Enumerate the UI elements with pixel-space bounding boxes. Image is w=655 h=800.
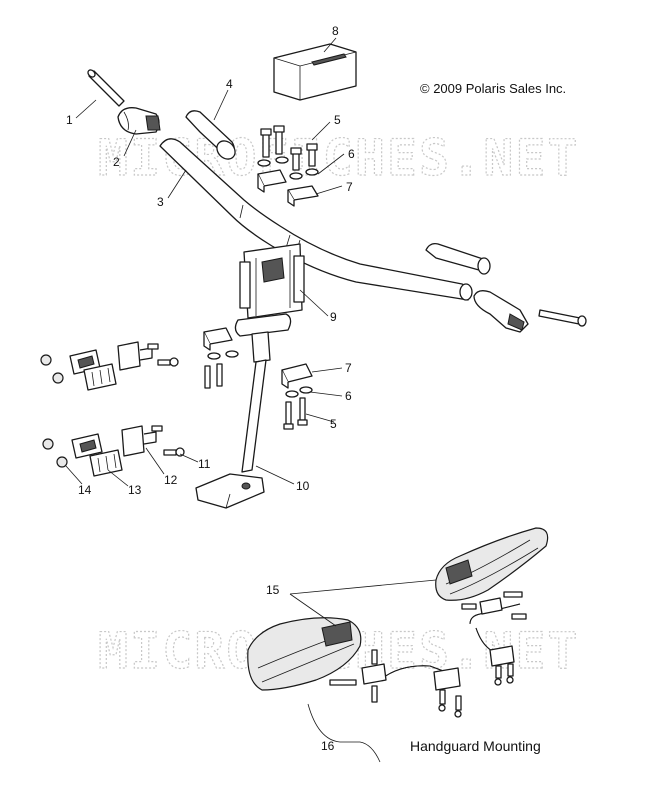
- part-lower-washers-6: [285, 386, 313, 398]
- callout-4: 4: [226, 77, 233, 91]
- callout-3: 3: [157, 195, 164, 209]
- part-right-grip: [425, 242, 491, 275]
- part-pad-8: [273, 43, 357, 101]
- part-lower-bolts-5: [283, 397, 308, 430]
- callout-5-upper: 5: [334, 113, 341, 127]
- part-grip-4: [185, 110, 236, 160]
- part-upper-clamps-7: [257, 169, 319, 207]
- copyright-text: © 2009 Polaris Sales Inc.: [420, 81, 566, 96]
- part-right-throttle: [473, 290, 529, 333]
- part-right-bolt: [538, 309, 587, 327]
- part-handguard-left: [247, 617, 362, 691]
- part-left-switch-upper: [40, 341, 179, 391]
- part-handguard-bracket-left: [329, 649, 462, 718]
- part-bolt-1: [87, 69, 125, 107]
- leader-lines: [65, 37, 437, 627]
- part-mid-clamps: [203, 327, 239, 389]
- callout-8: 8: [332, 24, 339, 38]
- callout-12: 12: [164, 473, 178, 487]
- part-upper-bolts-5: [260, 125, 318, 171]
- callout-7-upper: 7: [346, 180, 353, 194]
- part-handlebar-3: [159, 138, 473, 301]
- callout-labels: 1 2 3 4 5 6 7 8 7 6 5 9 10 11 12 13 14 1…: [66, 24, 355, 753]
- callout-6-lower: 6: [345, 389, 352, 403]
- callout-11: 11: [198, 457, 211, 471]
- callout-6-upper: 6: [348, 147, 355, 161]
- callout-brace-16: [307, 703, 381, 763]
- callout-2: 2: [113, 155, 120, 169]
- part-handguard-bracket-right: [461, 591, 527, 686]
- part-lower-clamps-7: [281, 363, 313, 389]
- handguard-mounting-caption: Handguard Mounting: [410, 738, 541, 754]
- callout-10: 10: [296, 479, 310, 493]
- part-upper-washers-6: [257, 156, 319, 180]
- part-grip-end-2: [117, 107, 161, 135]
- part-riser-9: [239, 243, 305, 319]
- callout-15: 15: [266, 583, 280, 597]
- part-handguard-right: [435, 527, 549, 601]
- part-left-switch-lower: [42, 425, 185, 477]
- part-steering-post-10: [195, 313, 292, 509]
- callout-16: 16: [321, 739, 335, 753]
- callout-1: 1: [66, 113, 73, 127]
- callout-14: 14: [78, 483, 92, 497]
- callout-7-lower: 7: [345, 361, 352, 375]
- callout-13: 13: [128, 483, 142, 497]
- callout-5-lower: 5: [330, 417, 337, 431]
- callout-9: 9: [330, 310, 337, 324]
